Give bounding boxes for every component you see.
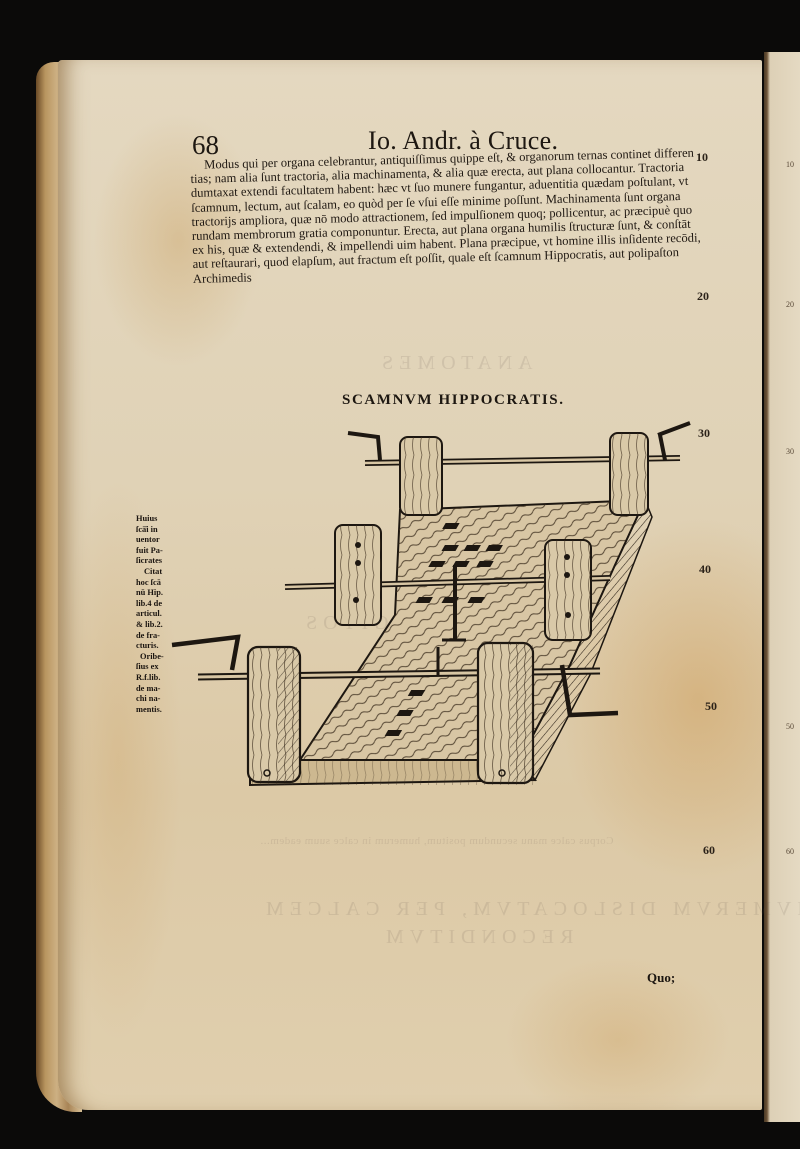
catchword: Quo; xyxy=(647,970,676,985)
body-paragraph: Modus qui per organa celebrantur, antiqu… xyxy=(190,145,713,286)
note-line: R.f.lib. xyxy=(136,672,161,682)
show-through-text: RECONDITVM xyxy=(380,926,574,948)
note-line: ſcā̄i in xyxy=(136,524,158,534)
facing-line-number: 10 xyxy=(786,160,794,169)
facing-line-number: 60 xyxy=(786,847,794,856)
line-number: 50 xyxy=(705,699,717,713)
note-line: Citat xyxy=(144,566,163,576)
note-line: Oribe- xyxy=(140,651,164,661)
facing-line-number: 30 xyxy=(786,447,794,456)
note-line: uentor xyxy=(136,535,160,545)
note-line: de ma- xyxy=(136,683,161,693)
line-number: 60 xyxy=(703,843,715,857)
note-line: & lib.2. xyxy=(136,619,163,629)
line-number: 40 xyxy=(699,562,711,576)
note-line: Huius xyxy=(136,514,158,523)
note-line: hoc ſcā xyxy=(136,577,161,587)
line-number: 20 xyxy=(697,289,709,303)
note-line: articul. xyxy=(136,609,162,619)
marginal-note: Huius ſcā̄i in uentor fuit Pa- ſicrates … xyxy=(136,514,182,715)
note-line: chi na- xyxy=(136,694,161,704)
line-number: 10 xyxy=(696,150,708,164)
note-line: cturis. xyxy=(136,641,159,651)
show-through-text: HVMERVM DISLOCATVM, PER CALCEM xyxy=(260,898,800,920)
note-line: mentis. xyxy=(136,704,162,714)
show-through-text: Corpus calce manu secundum positum, hume… xyxy=(260,835,614,847)
facing-line-number: 20 xyxy=(786,300,794,309)
figure-title: SCAMNVM HIPPOCRATIS. xyxy=(342,392,565,408)
facing-line-number: 50 xyxy=(786,722,794,731)
page-number: 68 xyxy=(192,130,219,160)
scamnum-hippocratis-woodcut xyxy=(171,421,691,787)
line-number: 30 xyxy=(698,426,710,440)
running-head: Io. Andr. à Cruce. xyxy=(368,126,559,155)
show-through-text: ANATOMES xyxy=(376,352,533,374)
note-line: ſius ex xyxy=(136,662,159,672)
note-line: fuit Pa- xyxy=(136,545,163,555)
note-line: nū Hip. xyxy=(136,588,164,598)
facing-page-edge: 10 20 30 50 60 xyxy=(764,52,800,1122)
note-line: lib.4 de xyxy=(136,598,163,608)
note-line: de fra- xyxy=(136,630,160,640)
note-line: ſicrates xyxy=(136,556,163,566)
